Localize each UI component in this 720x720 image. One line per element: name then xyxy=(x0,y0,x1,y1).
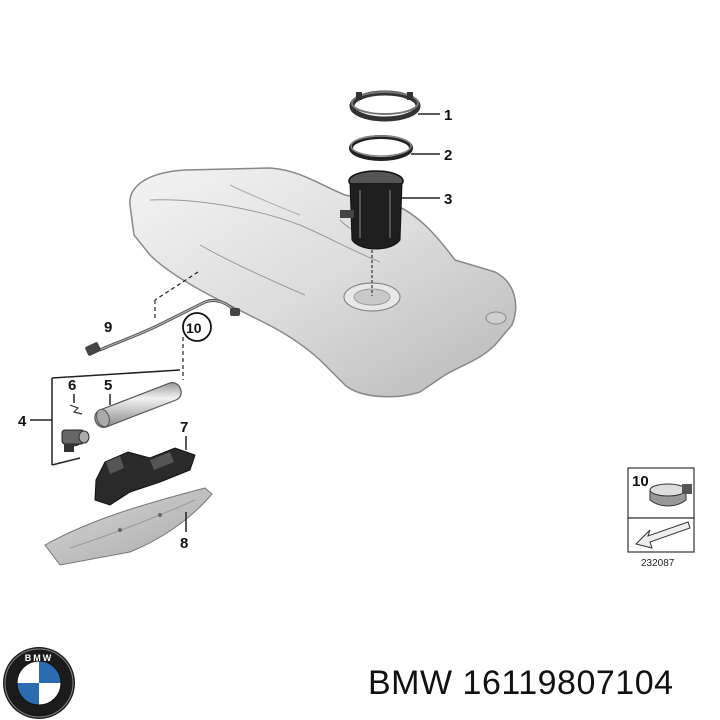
part-number-caption: BMW 16119807104 xyxy=(368,664,674,702)
group-4-bracket: 4 xyxy=(18,369,181,466)
callout-10-marker: 10 xyxy=(182,312,212,380)
bmw-logo: BMW xyxy=(3,647,75,719)
callout-2: 2 xyxy=(444,147,452,164)
seal-ring xyxy=(349,135,413,161)
callout-group-top: 1 2 3 xyxy=(402,107,452,208)
locking-ring xyxy=(349,90,421,122)
callout-1: 1 xyxy=(444,107,452,124)
fuel-line xyxy=(85,298,240,356)
callout-5: 5 xyxy=(104,377,112,394)
hose-clamp-icon xyxy=(649,483,692,507)
bmw-logo-letters: BMW xyxy=(25,653,54,663)
callout-7: 7 xyxy=(180,419,188,436)
heat-shield xyxy=(44,487,213,566)
legend-label-10: 10 xyxy=(632,473,649,490)
fuel-tank xyxy=(129,167,517,398)
callout-9: 9 xyxy=(104,319,112,336)
diagram-ref-number: 232087 xyxy=(641,558,675,569)
dashed-link-9 xyxy=(154,271,199,301)
callout-4: 4 xyxy=(18,413,27,430)
legend-box: 10 232087 xyxy=(627,467,695,569)
filter-holder xyxy=(94,447,196,506)
clip-and-regulator xyxy=(61,404,90,452)
direction-arrow-icon xyxy=(635,521,691,549)
fuel-pump-unit xyxy=(340,170,404,296)
callout-3: 3 xyxy=(444,191,452,208)
callout-6: 6 xyxy=(68,377,76,394)
fuel-filter xyxy=(94,382,182,428)
callout-8: 8 xyxy=(180,535,188,552)
callout-10: 10 xyxy=(186,320,202,336)
